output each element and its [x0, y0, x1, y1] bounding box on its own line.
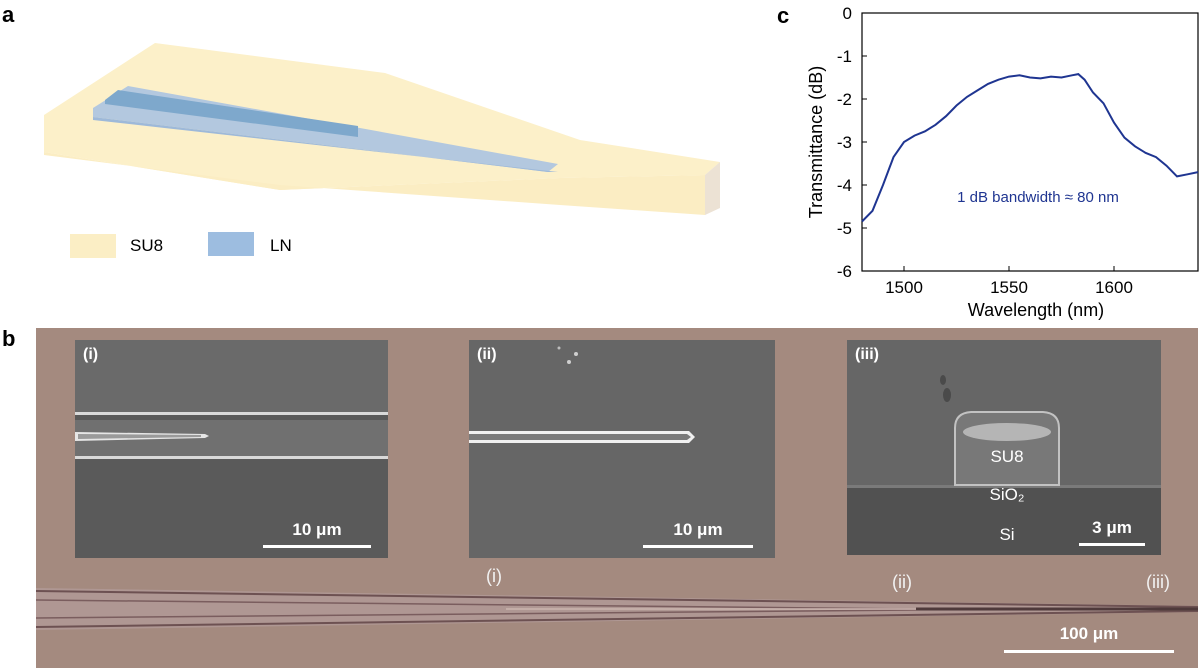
layer-label-su8: SU8	[990, 447, 1024, 466]
sem-inset-ii: (ii) 10 μm	[469, 340, 775, 558]
scale-text-ii: 10 μm	[673, 520, 723, 539]
y-tick-label: -5	[837, 219, 852, 238]
inset-label-i: (i)	[83, 346, 99, 363]
panel-a-schematic: SU8 LN	[0, 0, 780, 320]
y-tick-label: -1	[837, 47, 852, 66]
series-line	[861, 73, 1199, 223]
plot-frame	[861, 12, 1199, 272]
x-tick-label: 1550	[990, 278, 1028, 297]
scale-text-i: 10 μm	[292, 520, 342, 539]
panel-b-micrograph: (i) 10 μm (ii) 10 μm (iii) SU8 SiO₂	[36, 328, 1198, 668]
sem-inset-i: (i) 10 μm	[75, 340, 388, 558]
inset-label-ii: (ii)	[477, 346, 497, 363]
su8-end-face	[705, 162, 720, 215]
y-axis-label: Transmittance (dB)	[806, 66, 826, 218]
x-axis-label: Wavelength (nm)	[968, 300, 1104, 320]
position-marker-i: (i)	[486, 566, 502, 586]
position-marker-ii: (ii)	[892, 572, 912, 592]
panel-c-spectrum: 0 -1 -2 -3 -4 -5 -6 1500 1550 1600 1 dB bandwidth…	[760, 0, 1200, 330]
inset-label-iii: (iii)	[855, 346, 879, 363]
panel-letter-b: b	[2, 326, 16, 351]
y-tick-label: -4	[837, 176, 852, 195]
legend-swatch-ln	[208, 232, 254, 256]
legend-swatch-su8	[70, 234, 116, 258]
legend-label-su8: SU8	[130, 236, 164, 255]
legend-label-ln: LN	[270, 236, 292, 255]
taper-schematic	[44, 43, 720, 215]
panel-letter-c: c	[777, 3, 790, 28]
y-tick-label: 0	[843, 4, 852, 23]
position-marker-iii: (iii)	[1146, 572, 1170, 592]
micrograph-waveguides	[36, 588, 1198, 630]
panel-letter-a: a	[2, 2, 15, 27]
sem-inset-iii: (iii) SU8 SiO₂ Si 3 μm	[847, 340, 1161, 555]
layer-label-sio2: SiO₂	[989, 485, 1025, 504]
scale-bar-ii	[643, 545, 753, 548]
x-tick-label: 1600	[1095, 278, 1133, 297]
ln-ridge	[105, 90, 358, 137]
scale-bar-i	[263, 545, 371, 548]
y-tick-label: -6	[837, 262, 852, 281]
main-scale-bar	[1004, 650, 1174, 653]
su8-top-face	[44, 43, 720, 190]
main-scale-text: 100 μm	[1059, 624, 1119, 643]
bandwidth-annotation: 1 dB bandwidth ≈ 80 nm	[957, 189, 1119, 206]
scale-bar-iii	[1079, 543, 1145, 546]
y-tick-label: -2	[837, 90, 852, 109]
scale-text-iii: 3 μm	[1092, 518, 1132, 537]
transmittance-chart: 0 -1 -2 -3 -4 -5 -6 1500 1550 1600 1 dB bandwidth…	[806, 4, 1199, 320]
su8-front-face	[44, 152, 705, 215]
x-tick-label: 1500	[885, 278, 923, 297]
y-tick-label: -3	[837, 133, 852, 152]
layer-label-si: Si	[999, 525, 1015, 544]
